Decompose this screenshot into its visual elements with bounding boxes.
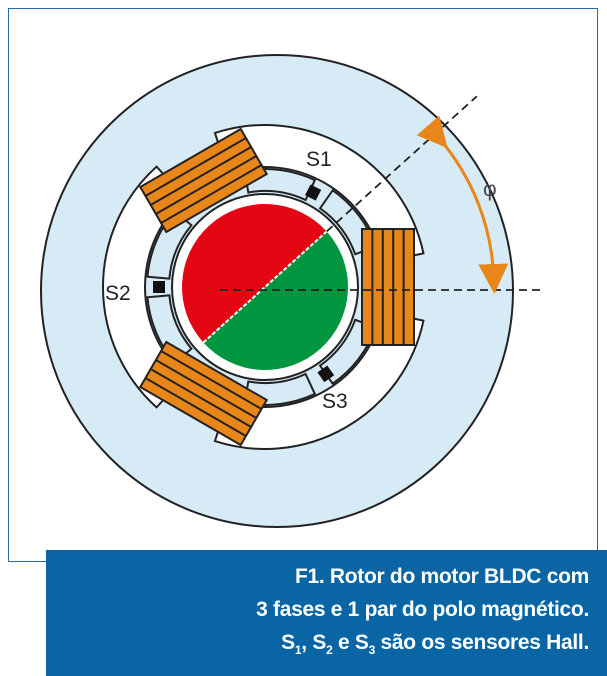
caption-rest: são os sensores Hall.: [374, 631, 590, 654]
pole-shoe: [146, 209, 193, 280]
stator-pole-back: [102, 165, 187, 409]
subscript: 3: [368, 643, 376, 657]
subscript: 1: [294, 643, 302, 657]
pole-shoe: [146, 294, 193, 365]
hall-sensor-icon: [305, 184, 322, 201]
s-letter: S: [354, 631, 369, 654]
caption-line-3: S1, S2 e S3 são os sensores Hall.: [46, 626, 589, 659]
figure-caption: F1. Rotor do motor BLDC com 3 fases e 1 …: [46, 550, 607, 676]
caption-line-1: F1. Rotor do motor BLDC com: [294, 565, 589, 588]
rotor-north-pole: [181, 204, 327, 343]
s-letter: S: [312, 631, 327, 654]
sensor-label-s2: S2: [105, 282, 131, 305]
sensor-label-s1: S1: [306, 148, 332, 171]
and-word: e: [332, 631, 355, 654]
stator-pole-back: [213, 310, 425, 450]
hall-sensor-icon: [153, 281, 165, 293]
caption-line-2: 3 fases e 1 par do polo magnético.: [256, 598, 589, 621]
s-letter: S: [281, 631, 295, 654]
sensor-label-s3: S3: [322, 390, 348, 413]
hall-sensor-icon: [317, 365, 335, 383]
subscript: 2: [326, 643, 333, 657]
hall-sensors: [153, 184, 335, 383]
rotor: [181, 204, 348, 370]
coil-winding: [361, 228, 415, 346]
rotor-south-pole: [203, 231, 348, 370]
pole-boundary: [202, 230, 328, 344]
comma: ,: [301, 631, 313, 654]
angle-arrow: [416, 115, 509, 294]
angle-label: φ: [483, 178, 497, 201]
rotor-axis: [326, 95, 478, 233]
